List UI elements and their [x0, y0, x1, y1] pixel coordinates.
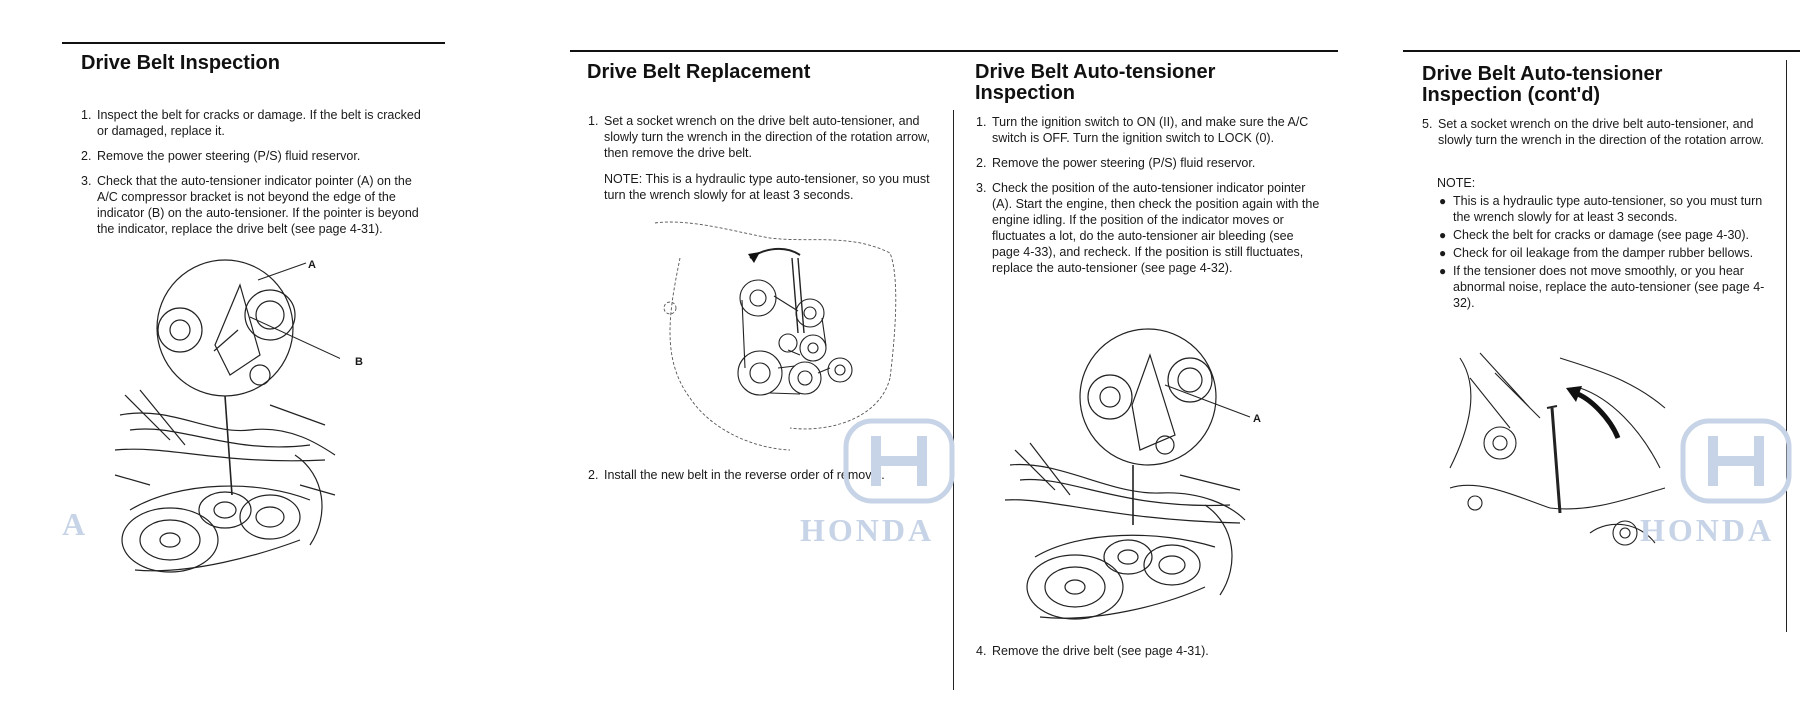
belt-indicator-illustration	[114, 259, 340, 573]
step-item: 1.Turn the ignition switch to ON (II), a…	[976, 115, 1309, 145]
step-item: 1.Inspect the belt for cracks or damage.…	[81, 108, 421, 138]
page1-top-rule	[62, 42, 445, 44]
page-title: Drive Belt Auto-tensioner Inspection (co…	[1422, 63, 1663, 106]
step-list: 4.Remove the drive belt (see page 4-31).	[976, 643, 1320, 668]
step-list: 2.Install the new belt in the reverse or…	[588, 467, 935, 492]
honda-watermark: A	[62, 506, 89, 542]
honda-watermark: HONDA	[1640, 512, 1775, 548]
step-list: 5.Set a socket wrench on the drive belt …	[1422, 116, 1772, 152]
note-label: NOTE:	[1437, 176, 1476, 190]
honda-logo-watermark	[1680, 418, 1792, 504]
step-list: 1.Inspect the belt for cracks or damage.…	[81, 107, 431, 246]
callout-a: A	[1253, 413, 1261, 425]
honda-watermark: HONDA	[800, 512, 935, 548]
note-bullet: ●Check the belt for cracks or damage (se…	[1439, 228, 1749, 242]
note-text: NOTE: This is a hydraulic type auto-tens…	[604, 172, 930, 202]
step-item: 3.Check the position of the auto-tension…	[976, 181, 1320, 275]
step-item: 5.Set a socket wrench on the drive belt …	[1422, 117, 1764, 147]
step-item: 2.Remove the power steering (P/S) fluid …	[976, 156, 1256, 170]
step-item: 4.Remove the drive belt (see page 4-31).	[976, 644, 1209, 658]
step-item: 2.Install the new belt in the reverse or…	[588, 468, 885, 482]
note-bullet-list: ●This is a hydraulic type auto-tensioner…	[1437, 193, 1777, 313]
page-title: Drive Belt Replacement	[587, 61, 811, 83]
belt-removal-illustration	[654, 221, 897, 451]
page3-top-rule	[1403, 50, 1800, 52]
callout-b: B	[355, 356, 363, 368]
note-bullet: ●This is a hydraulic type auto-tensioner…	[1439, 194, 1763, 224]
page2-top-rule	[570, 50, 1338, 52]
wrench-on-tensioner-illustration	[1449, 352, 1666, 546]
page-title: Drive Belt Auto-tensioner Inspection	[975, 61, 1216, 104]
note-bullet: ●Check for oil leakage from the damper r…	[1439, 246, 1754, 260]
step-list: 1.Turn the ignition switch to ON (II), a…	[976, 114, 1320, 285]
tensioner-indicator-illustration	[1004, 328, 1251, 620]
step-item: 1.Set a socket wrench on the drive belt …	[588, 114, 930, 160]
step-item: 2.Remove the power steering (P/S) fluid …	[81, 149, 361, 163]
step-list: 1.Set a socket wrench on the drive belt …	[588, 113, 935, 167]
step-item: 3.Check that the auto-tensioner indicato…	[81, 174, 419, 236]
note-bullet: ●If the tensioner does not move smoothly…	[1439, 264, 1765, 310]
page3-right-edge	[1786, 60, 1787, 632]
page2-column-divider	[953, 110, 954, 690]
callout-a: A	[308, 259, 316, 271]
honda-logo-watermark	[843, 418, 955, 504]
page-title: Drive Belt Inspection	[81, 52, 280, 74]
